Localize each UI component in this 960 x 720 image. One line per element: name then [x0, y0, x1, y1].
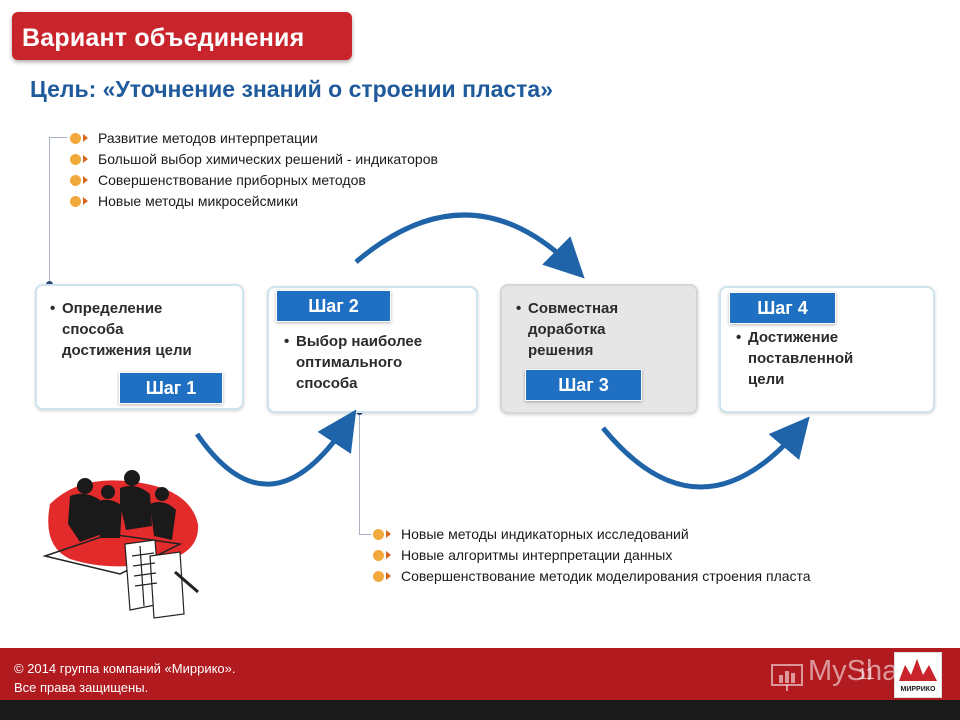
step-3-text: • Совместная доработка решения — [516, 298, 691, 361]
company-logo — [894, 652, 942, 698]
team-meeting-clipart — [42, 470, 199, 619]
bullet-arrow-icon — [386, 572, 391, 580]
step-line: способа — [62, 321, 124, 338]
step-line: Определение — [62, 300, 163, 317]
bullet-icon — [70, 133, 81, 144]
list-item: Новые методы микросейсмики — [70, 191, 438, 212]
list-item-text: Новые алгоритмы интерпретации данных — [401, 547, 673, 563]
list-item: Развитие методов интерпретации — [70, 128, 438, 149]
list-item-text: Совершенствование методик моделирования … — [401, 568, 811, 584]
list-item: Большой выбор химических решений - индик… — [70, 149, 438, 170]
list-item-text: Развитие методов интерпретации — [98, 130, 318, 146]
header-banner — [12, 12, 352, 60]
bullet-icon — [373, 529, 384, 540]
connector-line-bottom-h — [359, 534, 371, 535]
step-2-text: • Выбор наиболее оптимального способа — [284, 331, 474, 394]
bullet-icon: • — [516, 300, 522, 317]
list-item: Новые алгоритмы интерпретации данных — [373, 545, 811, 566]
step-1-text: • Определение способа достижения цели — [50, 298, 240, 361]
presentation-chart-icon — [771, 664, 803, 691]
footer-copyright: © 2014 группа компаний «Миррико». Все пр… — [14, 659, 236, 697]
copyright-text: © 2014 группа компаний «Миррико». — [14, 661, 236, 676]
bullet-icon: • — [50, 300, 56, 317]
list-item-text: Новые методы индикаторных исследований — [401, 526, 689, 542]
page-number: 11 — [858, 666, 875, 683]
slide-goal: Цель: «Уточнение знаний о строении пласт… — [30, 76, 554, 102]
step-line: Выбор наиболее — [296, 333, 423, 350]
step-line: доработка — [528, 321, 606, 338]
step-4-badge: Шаг 4 — [729, 292, 836, 324]
step-4-text: • Достижение поставленной цели — [736, 327, 926, 390]
list-item: Совершенствование приборных методов — [70, 170, 438, 191]
step-1-badge: Шаг 1 — [119, 372, 223, 404]
rights-text: Все права защищены. — [14, 680, 149, 695]
list-item: Новые методы индикаторных исследований — [373, 524, 811, 545]
bullet-icon — [373, 571, 384, 582]
bullet-icon: • — [736, 329, 742, 346]
bullet-icon — [373, 550, 384, 561]
bullet-arrow-icon — [83, 176, 88, 184]
footer-strip — [0, 700, 960, 720]
step-line: решения — [528, 342, 594, 359]
step-2-badge: Шаг 2 — [276, 290, 391, 322]
bullet-icon: • — [284, 333, 290, 350]
bullet-icon — [70, 196, 81, 207]
list-item: Совершенствование методик моделирования … — [373, 566, 811, 587]
step-line: достижения цели — [62, 342, 192, 359]
step-3-badge: Шаг 3 — [525, 369, 642, 401]
step-line: оптимального — [296, 354, 403, 371]
list-item-text: Новые методы микросейсмики — [98, 193, 299, 209]
connector-line-bottom — [359, 412, 360, 534]
bottom-bullet-list: Новые методы индикаторных исследований Н… — [373, 524, 811, 587]
step-line: поставленной — [748, 350, 854, 367]
bullet-arrow-icon — [386, 530, 391, 538]
connector-line-top — [49, 137, 50, 285]
top-bullet-list: Развитие методов интерпретации Большой в… — [70, 128, 438, 212]
bullet-arrow-icon — [83, 155, 88, 163]
slide-title: Вариант объединения — [22, 24, 305, 52]
arrow-step2-to-step3 — [354, 212, 585, 279]
step-line: способа — [296, 375, 358, 392]
step-line: цели — [748, 371, 785, 388]
bullet-arrow-icon — [83, 134, 88, 142]
bullet-arrow-icon — [386, 551, 391, 559]
logo-mark-icon — [899, 659, 937, 681]
list-item-text: Большой выбор химических решений - индик… — [98, 151, 438, 167]
bullet-icon — [70, 154, 81, 165]
logo-text: МИРРИКО — [900, 686, 936, 693]
bullet-arrow-icon — [83, 197, 88, 205]
step-line: Достижение — [748, 329, 839, 346]
bullet-icon — [70, 175, 81, 186]
step-line: Совместная — [528, 300, 619, 317]
connector-line-top-h — [49, 137, 67, 138]
list-item-text: Совершенствование приборных методов — [98, 172, 366, 188]
arrow-step1-to-step2 — [194, 409, 357, 487]
arrow-step3-to-step4 — [601, 416, 810, 490]
